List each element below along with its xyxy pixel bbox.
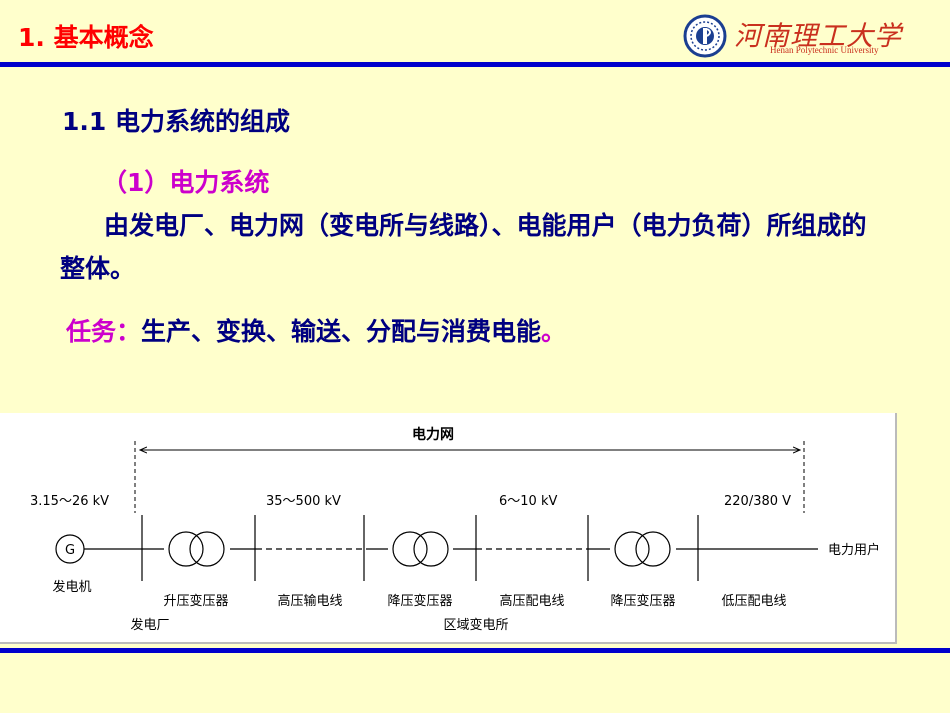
- task-label: 任务：: [66, 317, 142, 346]
- group-power-plant: 发电厂: [130, 617, 169, 633]
- label-step-up-transformer: 升压变压器: [163, 593, 228, 609]
- consumer-label: 电力用户: [828, 542, 880, 558]
- label-hv-distribution: 高压配电线: [499, 593, 564, 609]
- definition-paragraph: 由发电厂、电力网（变电所与线路）、电能用户（电力负荷）所组成的整体。: [60, 211, 867, 283]
- task-text: 生产、变换、输送、分配与消费电能: [141, 317, 542, 346]
- slide-header: 1. 基本概念 河南理工大学 Henan Polytechnic Univers…: [0, 0, 950, 62]
- label-hv-transmission: 高压输电线: [277, 593, 342, 609]
- group-substation: 区域变电所: [443, 617, 508, 633]
- network-label: 电力网: [412, 426, 454, 443]
- header-divider: [0, 62, 950, 67]
- voltage-generator: 3.15～26 kV: [30, 494, 109, 509]
- generator-symbol: G: [65, 543, 75, 558]
- label-generator: 发电机: [52, 579, 91, 595]
- task-line: 任务：生产、变换、输送、分配与消费电能。: [66, 312, 566, 348]
- label-step-down-transformer-1: 降压变压器: [387, 593, 452, 609]
- university-name-english: Henan Polytechnic University: [770, 45, 879, 55]
- step-down-transformer-2-icon: [614, 531, 671, 567]
- university-name-chinese: 河南理工大学: [734, 21, 902, 52]
- power-system-diagram: 电力网 3.15～26 kV 35～500 kV 6～10 kV 220/380…: [0, 413, 897, 644]
- voltage-transmission: 35～500 kV: [266, 494, 341, 509]
- university-emblem-icon: [683, 14, 727, 58]
- step-down-transformer-1-icon: [392, 531, 449, 567]
- voltage-distribution: 6～10 kV: [499, 494, 557, 509]
- step-up-transformer-icon: [168, 531, 225, 567]
- label-lv-distribution: 低压配电线: [721, 594, 786, 609]
- sub-heading: （1）电力系统: [102, 168, 270, 197]
- task-period: 。: [541, 317, 567, 346]
- voltage-consumer: 220/380 V: [724, 494, 791, 509]
- slide-title: 1. 基本概念: [18, 23, 154, 52]
- section-heading: 1.1 电力系统的组成: [62, 107, 290, 136]
- footer-divider: [0, 648, 950, 653]
- label-step-down-transformer-2: 降压变压器: [610, 593, 675, 609]
